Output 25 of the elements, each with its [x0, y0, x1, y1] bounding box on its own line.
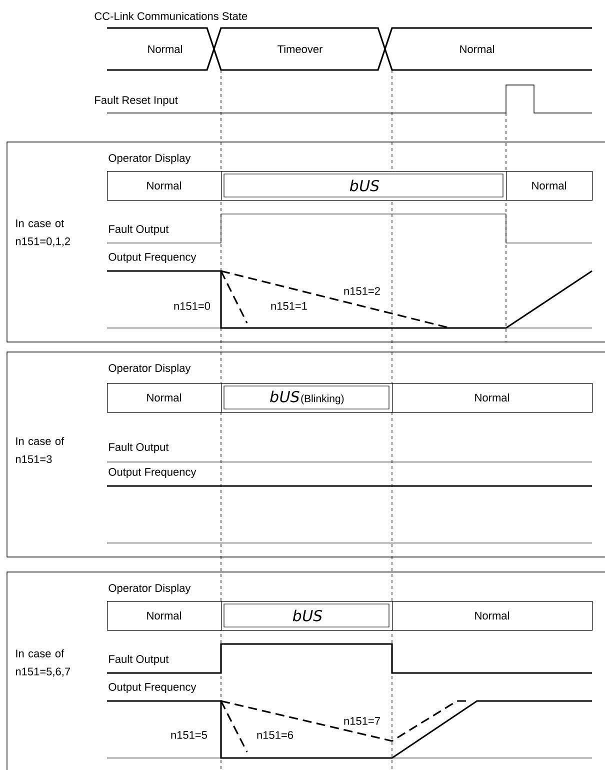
display-cell: Normal	[506, 171, 593, 201]
signal-name: CC-Link Communications State	[93, 10, 249, 22]
state-label: Normal	[146, 44, 184, 54]
signal-name: Output Frequency	[107, 252, 198, 264]
signal-name: Operator Display	[107, 582, 192, 596]
signal-name: Fault Reset Input	[93, 94, 179, 108]
display-cell: Normal	[107, 171, 222, 201]
state-label: Timeover	[276, 44, 324, 54]
curve-label: n151=5	[170, 730, 208, 740]
signal-name: Fault Output	[107, 224, 170, 236]
signal-name: Output Frequency	[107, 682, 198, 694]
display-cell: bUS	[221, 601, 393, 631]
display-cell: Normal	[107, 383, 222, 413]
state-label: Normal	[458, 44, 496, 54]
signal-name: Operator Display	[107, 152, 192, 166]
signal-name: Output Frequency	[107, 467, 198, 479]
display-cell: Normal	[392, 601, 593, 631]
signal-name: Fault Output	[107, 654, 170, 666]
curve-label: n151=6	[256, 730, 294, 740]
signal-name: Fault Output	[107, 442, 170, 454]
curve-label: n151=0	[172, 301, 212, 311]
display-cell: Normal	[107, 601, 222, 631]
signal-name: Operator Display	[107, 362, 192, 376]
curve-label: n151=7	[342, 716, 382, 726]
display-cell: Normal	[392, 383, 593, 413]
